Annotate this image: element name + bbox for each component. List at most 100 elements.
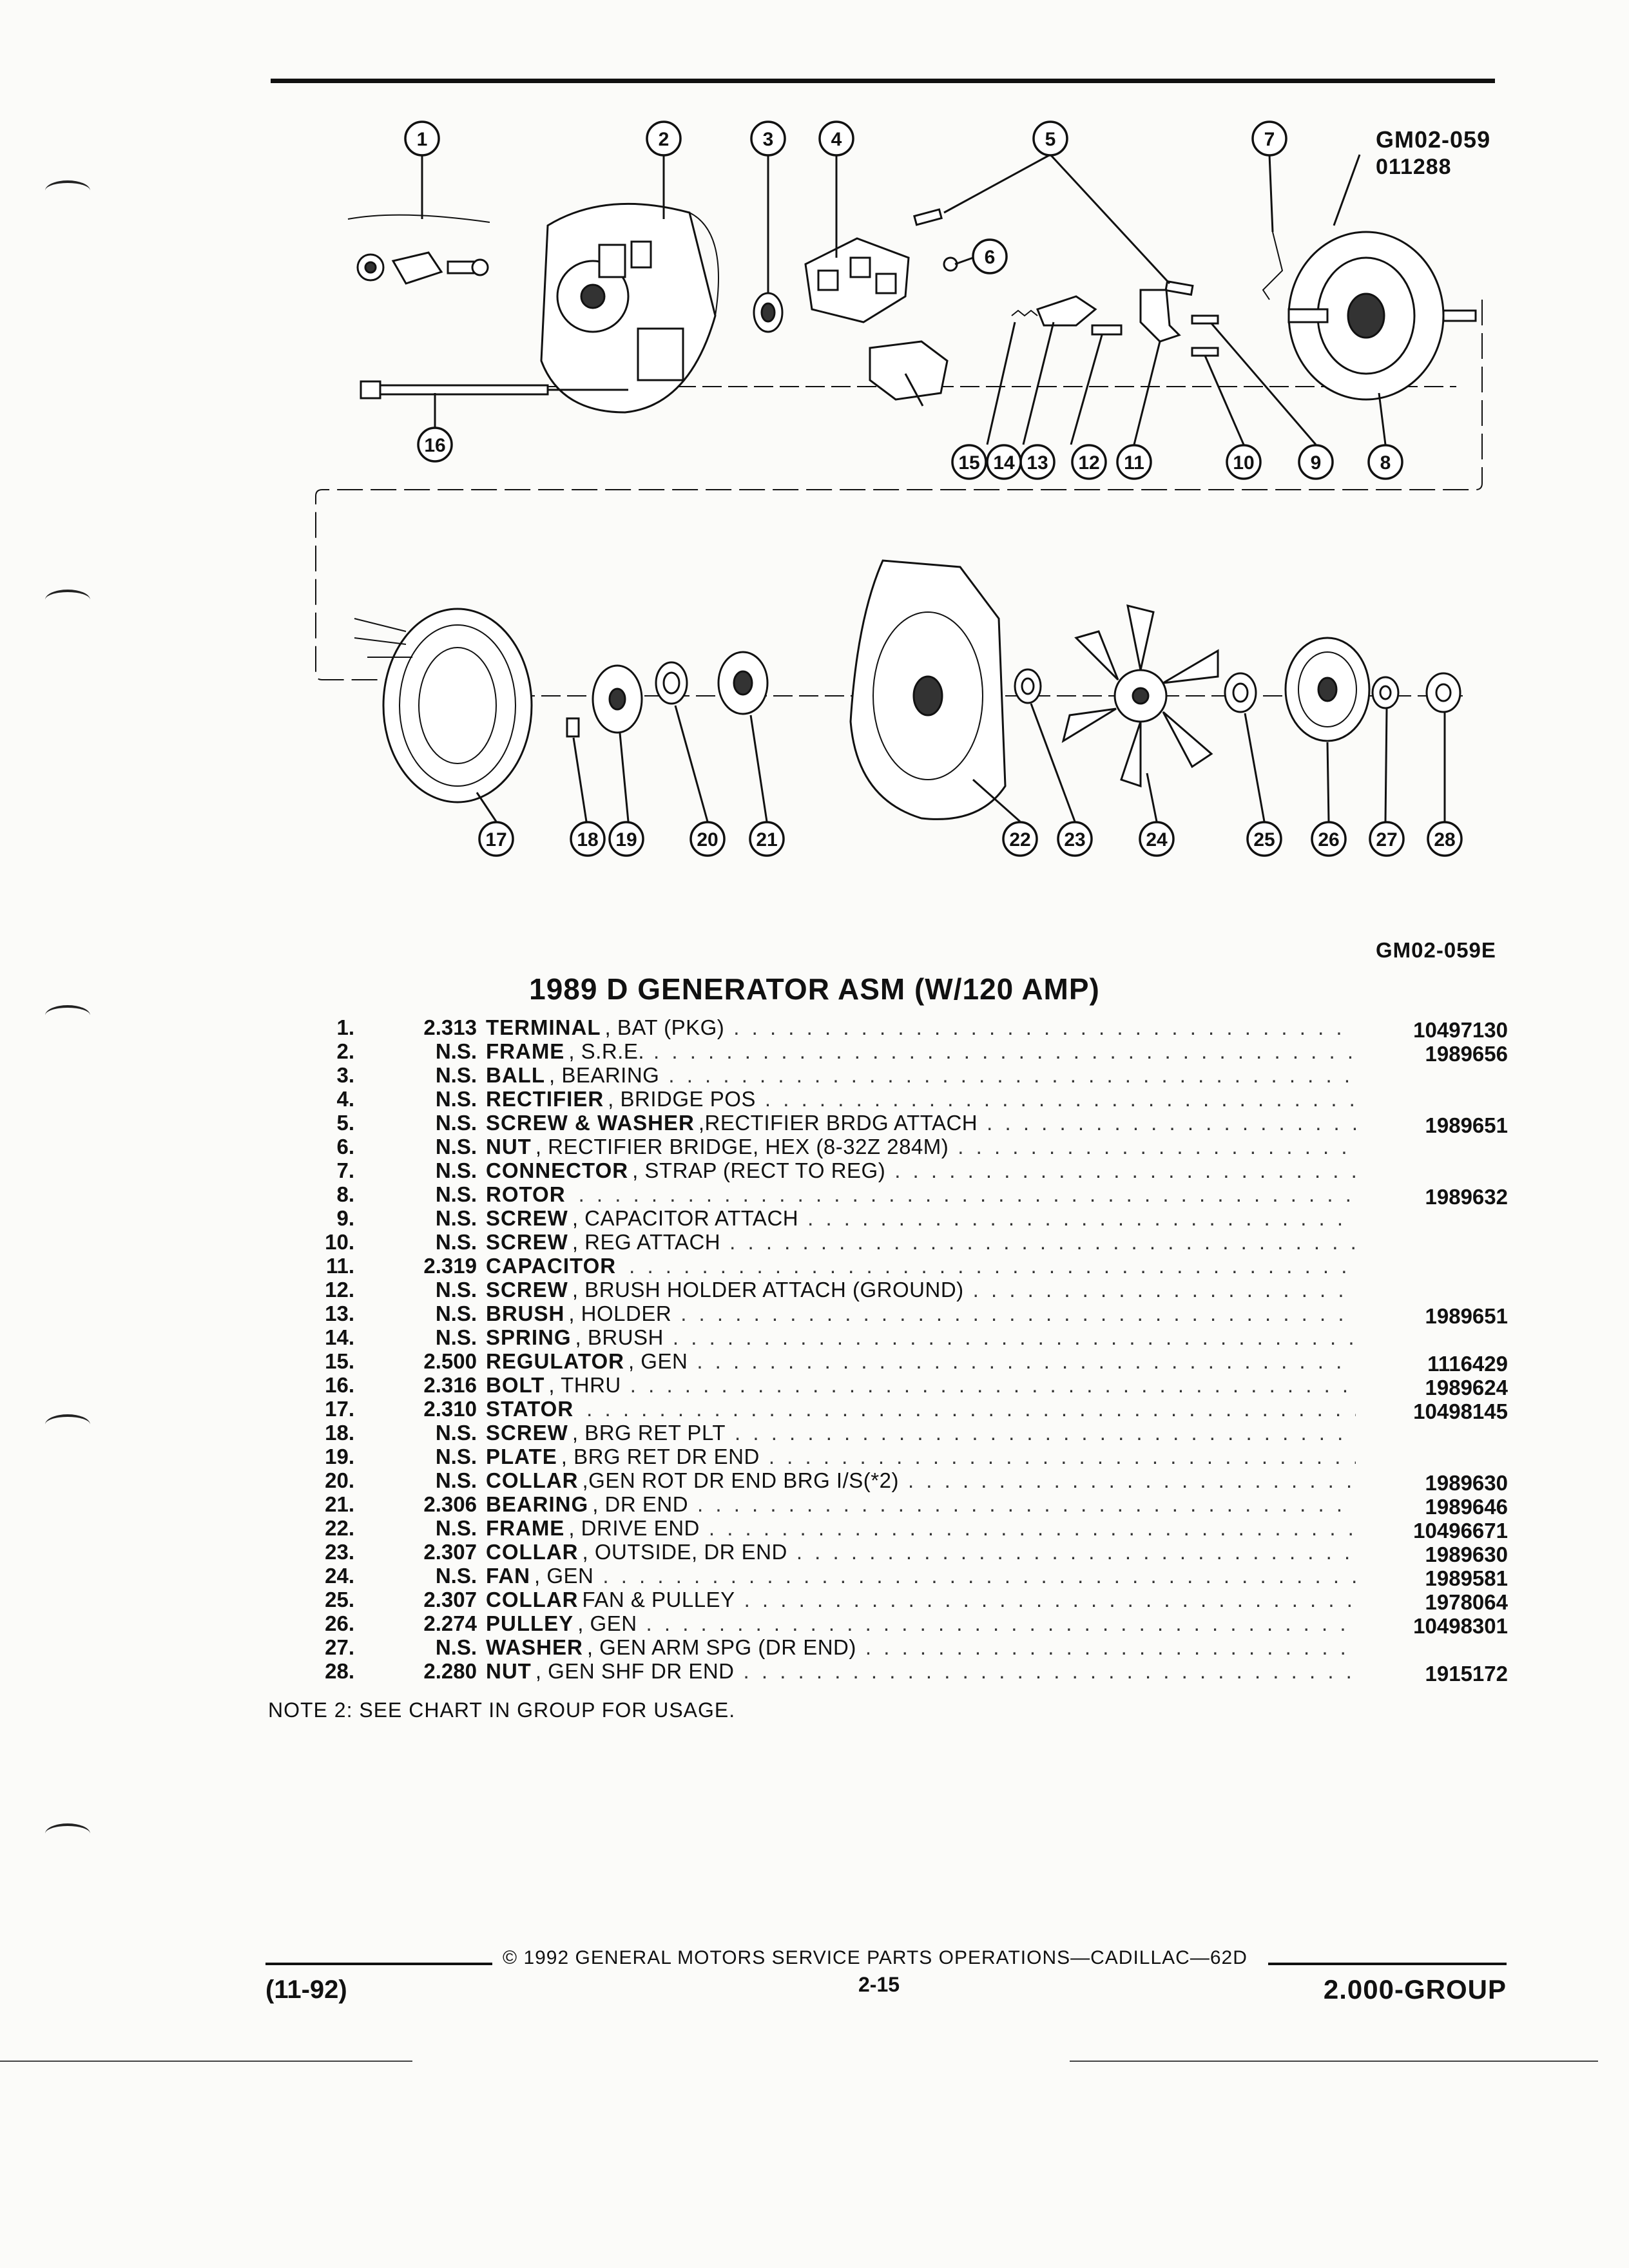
reg-attach-screw-part [1191, 347, 1219, 357]
group-ref: N.S. [435, 1063, 477, 1087]
callout-5: 5 [1032, 120, 1068, 157]
part-name: SCREW [486, 1421, 568, 1445]
part-name: FAN [486, 1564, 530, 1588]
svg-text:7: 7 [1264, 129, 1275, 150]
part-qualifier: , THRU [548, 1373, 621, 1397]
callout-18: 18 [570, 821, 606, 857]
group-ref: 2.316 [423, 1373, 477, 1397]
part-name: SCREW [486, 1230, 568, 1254]
group-ref: 2.500 [423, 1349, 477, 1373]
svg-text:5: 5 [1045, 129, 1056, 150]
parts-row: 4.N.S.RECTIFIER, BRIDGE POS [296, 1087, 1508, 1111]
item-number: 26. [325, 1611, 354, 1635]
part-description: BEARING, DR END [486, 1492, 1356, 1517]
part-qualifier: , STRAP (RECT TO REG) [632, 1158, 886, 1182]
part-name: TERMINAL [486, 1015, 601, 1039]
callout-17: 17 [478, 821, 514, 857]
part-name: COLLAR [486, 1540, 579, 1564]
drive-end-frame-part [849, 559, 1007, 820]
group-ref: N.S. [435, 1468, 477, 1492]
svg-text:18: 18 [577, 829, 598, 850]
svg-text:6: 6 [985, 247, 996, 268]
brush-holder-part [1036, 295, 1097, 327]
part-number: 1989656 [1425, 1042, 1508, 1066]
part-number: 1989632 [1425, 1185, 1508, 1209]
item-number: 19. [325, 1445, 354, 1468]
leader-dots [973, 1278, 1356, 1302]
part-qualifier: , GEN ARM SPG (DR END) [586, 1635, 856, 1659]
part-description: SCREW, CAPACITOR ATTACH [486, 1206, 1356, 1231]
part-name: SCREW [486, 1206, 568, 1230]
punch-hole-mark [45, 1414, 90, 1435]
item-number: 5. [336, 1111, 354, 1135]
svg-text:11: 11 [1124, 452, 1144, 474]
group-ref: 2.319 [423, 1254, 477, 1278]
part-name: COLLAR [486, 1588, 579, 1611]
assembly-centerline [315, 300, 1483, 680]
svg-text:10: 10 [1233, 452, 1254, 474]
group-ref: N.S. [435, 1445, 477, 1468]
group-ref: N.S. [435, 1635, 477, 1659]
part-number: 1989630 [1425, 1542, 1508, 1566]
part-description: ROTOR [486, 1182, 1356, 1207]
part-description: SCREW, REG ATTACH [486, 1230, 1356, 1254]
group-ref: N.S. [435, 1135, 477, 1158]
punch-hole-mark [45, 1823, 90, 1844]
leader-dots [908, 1468, 1356, 1493]
group-ref: N.S. [435, 1278, 477, 1302]
item-number: 7. [336, 1158, 354, 1182]
callout-20: 20 [689, 821, 726, 857]
leader-dots [865, 1635, 1356, 1660]
part-qualifier: , GEN SHF DR END [535, 1659, 735, 1683]
inner-collar-part [655, 661, 688, 705]
exploded-view-diagram: 1 2 3 4 5 6 7 8 9 10 11 12 13 14 15 16 1… [315, 120, 1483, 857]
capacitor-part [1139, 289, 1181, 343]
part-qualifier: , RECTIFIER BRIDGE, HEX (8-32Z 284M) [535, 1135, 949, 1158]
parts-row: 5.N.S.SCREW & WASHER,RECTIFIER BRDG ATTA… [296, 1111, 1508, 1137]
drawing-id-bottom: GM02-059E [1376, 938, 1496, 962]
group-ref: 2.310 [423, 1397, 477, 1421]
callout-13: 13 [1019, 444, 1055, 480]
group-number: 2.000-GROUP [1323, 1974, 1507, 2004]
part-number: 10498301 [1413, 1614, 1508, 1638]
usage-note: NOTE 2: SEE CHART IN GROUP FOR USAGE. [268, 1698, 736, 1722]
leader-dots [586, 1397, 1356, 1421]
parts-row: 6.N.S.NUT, RECTIFIER BRIDGE, HEX (8-32Z … [296, 1135, 1508, 1158]
leader-dots [769, 1445, 1356, 1469]
parts-row: 3.N.S.BALL, BEARING [296, 1063, 1508, 1087]
group-ref: N.S. [435, 1325, 477, 1349]
leader-dots [680, 1302, 1356, 1326]
part-name: BOLT [486, 1373, 545, 1397]
drive-end-bearing-part [717, 651, 769, 715]
part-name: REGULATOR [486, 1349, 624, 1373]
ball-bearing-part [753, 292, 784, 333]
part-number: 1915172 [1425, 1662, 1508, 1686]
part-description: BALL, BEARING [486, 1063, 1356, 1088]
part-name: WASHER [486, 1635, 583, 1659]
part-description: COLLAR, OUTSIDE, DR END [486, 1540, 1356, 1564]
callout-10: 10 [1226, 444, 1262, 480]
part-description: BRUSH, HOLDER [486, 1302, 1356, 1326]
item-number: 2. [336, 1039, 354, 1063]
part-qualifier: ,GEN ROT DR END BRG I/S(*2) [582, 1468, 899, 1492]
parts-row: 14.N.S.SPRING, BRUSH [296, 1325, 1508, 1349]
svg-text:2: 2 [659, 129, 670, 150]
callout-26: 26 [1311, 821, 1347, 857]
rotor-part [1287, 231, 1477, 401]
leader-dots [646, 1611, 1356, 1636]
part-name: SCREW [486, 1278, 568, 1302]
part-qualifier: , GEN [534, 1564, 594, 1588]
item-number: 14. [325, 1325, 354, 1349]
item-number: 27. [325, 1635, 354, 1659]
fan-part [1061, 604, 1219, 788]
part-description: FRAME, DRIVE END [486, 1516, 1356, 1541]
part-description: CAPACITOR [486, 1254, 1356, 1278]
part-description: SCREW, BRUSH HOLDER ATTACH (GROUND) [486, 1278, 1356, 1302]
svg-text:3: 3 [763, 129, 774, 150]
callout-28: 28 [1427, 821, 1463, 857]
